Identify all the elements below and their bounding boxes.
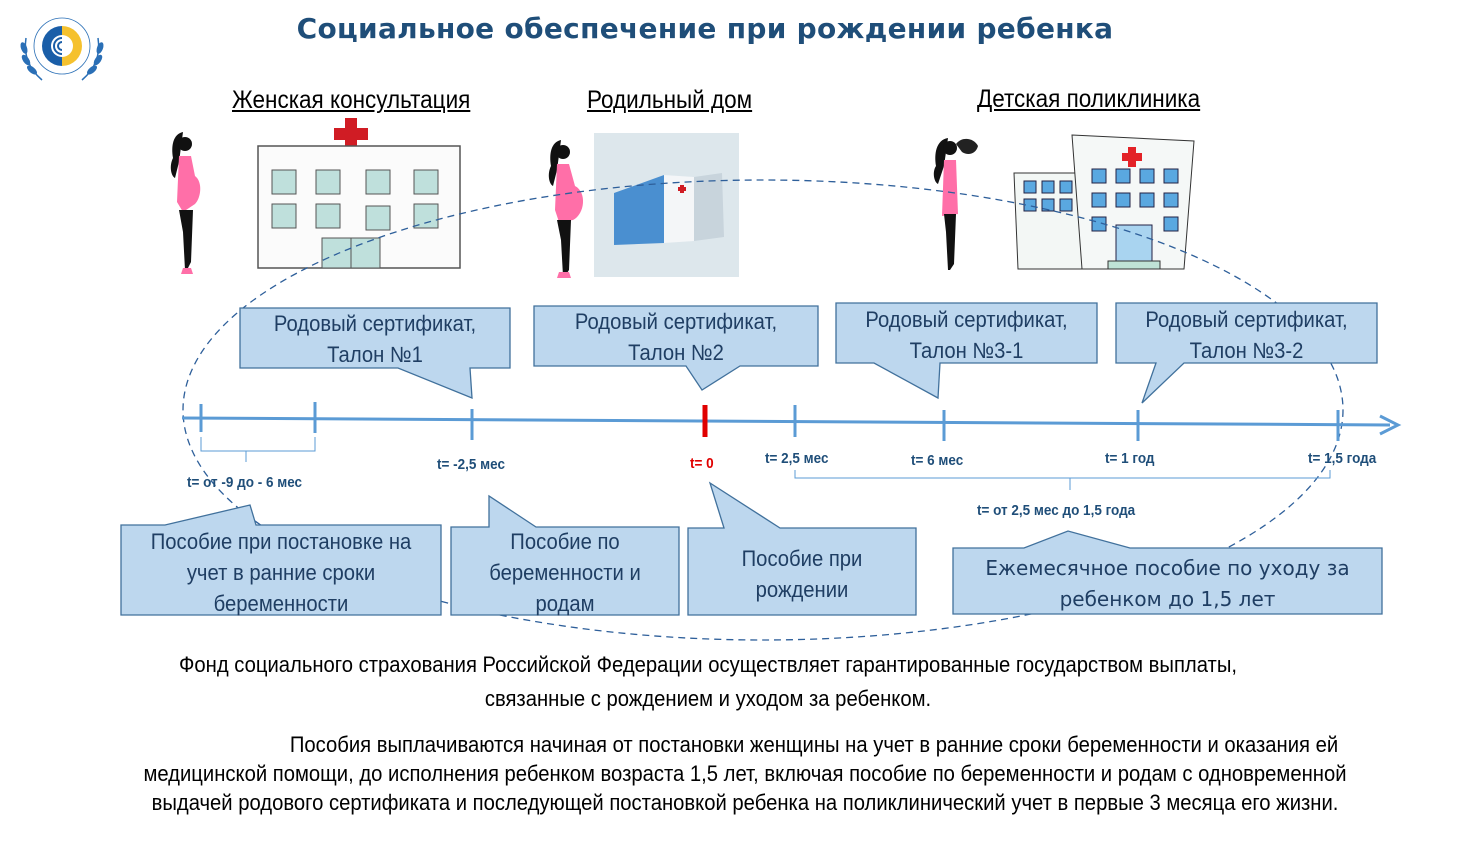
timeline-axis bbox=[181, 402, 1402, 441]
label-one-year: t= 1 год bbox=[1105, 450, 1155, 467]
certificate-1-text: Родовый сертификат,Талон №1 bbox=[273, 311, 477, 367]
certificate-callout-1 bbox=[239, 307, 511, 399]
heading-maternity-hospital: Родильный дом bbox=[587, 86, 753, 114]
certificate-callout-3 bbox=[835, 302, 1098, 400]
heading-womens-clinic: Женская консультация bbox=[232, 86, 471, 114]
label-zero: t= 0 bbox=[690, 455, 714, 472]
paragraph-1: Фонд социального страхования Российской … bbox=[179, 652, 1238, 711]
label-one-and-half: t= 1,5 года bbox=[1308, 450, 1377, 467]
maternity-building-icon bbox=[594, 133, 739, 277]
paragraph-2: Пособия выплачиваются начиная от постано… bbox=[143, 732, 1347, 815]
certificate-2-text: Родовый сертификат,Талон №2 bbox=[574, 309, 778, 365]
benefit-callout-3 bbox=[687, 481, 917, 616]
pregnant-woman-icon bbox=[170, 132, 201, 274]
label-six-months: t= 6 мес bbox=[911, 452, 964, 469]
certificate-callout-4 bbox=[1115, 302, 1378, 404]
benefit-callout-4 bbox=[952, 530, 1383, 615]
hospital-building-icon bbox=[257, 118, 461, 269]
certificate-callout-2 bbox=[533, 305, 819, 391]
mother-with-baby-icon bbox=[933, 138, 978, 270]
label-minus-2-5: t= -2,5 мес bbox=[437, 456, 505, 473]
page-title: Социальное обеспечение при рождении ребе… bbox=[296, 12, 1114, 45]
dashed-ellipse bbox=[182, 179, 1344, 641]
certificate-3-text: Родовый сертификат,Талон №3-1 bbox=[865, 307, 1068, 363]
pregnant-woman-icon bbox=[548, 140, 584, 278]
label-range: t= от 2,5 мес до 1,5 года bbox=[977, 502, 1136, 519]
childrens-clinic-icon bbox=[1013, 134, 1195, 270]
brace-range bbox=[794, 470, 1331, 490]
label-early: t= от -9 до - 6 мес bbox=[187, 474, 303, 491]
brace-early bbox=[200, 437, 316, 462]
fss-emblem-icon bbox=[20, 17, 104, 81]
label-plus-2-5: t= 2,5 мес bbox=[765, 450, 829, 467]
heading-childrens-clinic: Детская поликлиника bbox=[977, 85, 1201, 113]
certificate-4-text: Родовый сертификат,Талон №3-2 bbox=[1145, 307, 1348, 363]
benefit-callout-2 bbox=[450, 494, 680, 616]
benefit-callout-1 bbox=[120, 504, 442, 616]
